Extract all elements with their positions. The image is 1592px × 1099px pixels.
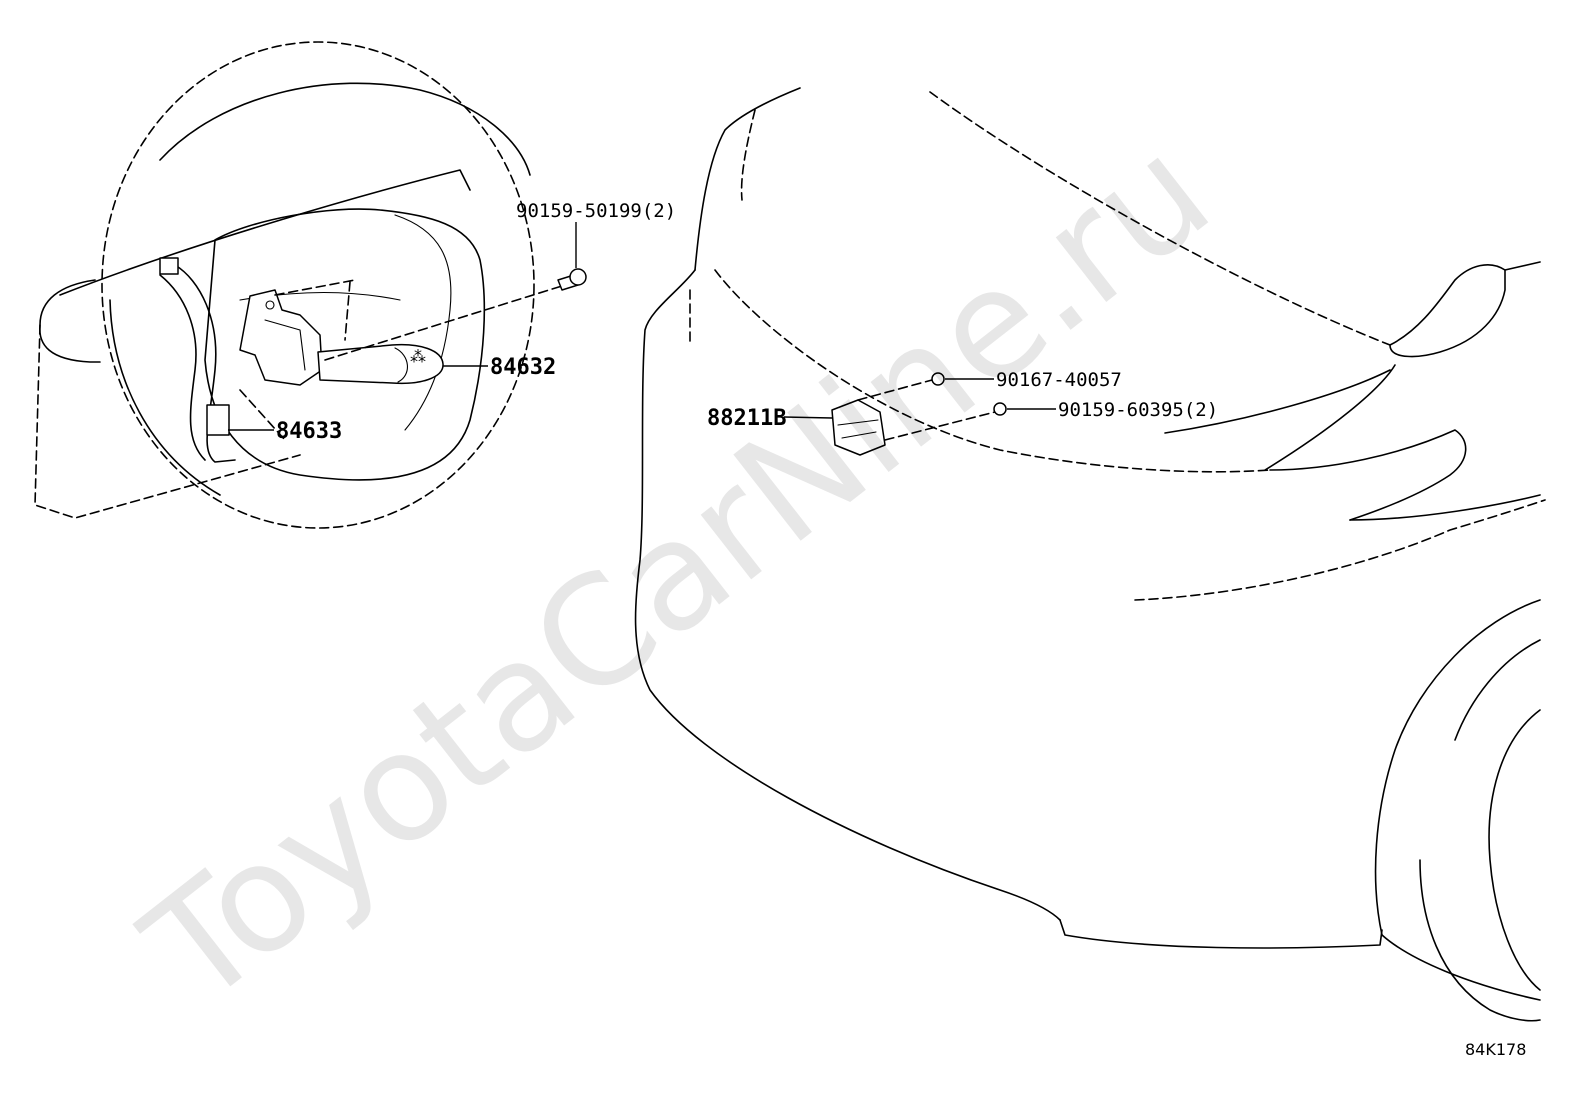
guide-line-top bbox=[274, 279, 356, 296]
label-84633: 84633 bbox=[276, 419, 342, 444]
bumper-intake-lower bbox=[1349, 494, 1541, 521]
label-bolt-60395: 90159-60395(2) bbox=[1058, 399, 1218, 421]
label-84632: 84632 bbox=[490, 355, 556, 380]
windshield-inner-edge bbox=[740, 109, 756, 201]
wheel-arch-inner bbox=[1454, 639, 1541, 741]
bolt-90159-60395 bbox=[884, 402, 1056, 441]
leader-88211b bbox=[783, 416, 833, 419]
switch-body-detail bbox=[264, 319, 306, 371]
radar-sensor-88211b bbox=[783, 399, 886, 456]
guide-line-vertical bbox=[344, 281, 351, 341]
steering-spoke-left bbox=[174, 264, 236, 463]
bolt-head bbox=[569, 268, 587, 286]
label-bolt-steering: 90159-50199(2) bbox=[516, 200, 676, 222]
bolt-60395-head bbox=[993, 402, 1007, 416]
hood-top-line bbox=[929, 91, 1391, 346]
steering-connector-bottom bbox=[206, 404, 230, 436]
bolt-40057-head bbox=[931, 372, 945, 386]
bolt-90167-40057 bbox=[857, 372, 994, 401]
body-side-contour bbox=[634, 269, 1061, 921]
bumper-lower-line bbox=[1134, 499, 1546, 601]
wiper-switch-stalk bbox=[317, 343, 444, 385]
steering-wheel-assembly: ⁂ bbox=[34, 41, 566, 529]
windshield-pillar bbox=[694, 87, 801, 271]
tire-lower bbox=[1419, 859, 1541, 1022]
watermark: ToyotaCarNine.ru bbox=[114, 105, 1241, 1039]
label-88211b: 88211B bbox=[707, 406, 786, 431]
steering-wheel-rim-outer bbox=[101, 41, 535, 529]
steering-wheel-hub bbox=[204, 208, 486, 481]
dashboard-vent-left bbox=[39, 279, 101, 363]
stalk-marking: ⁂ bbox=[410, 347, 426, 366]
dashboard-outline-left bbox=[34, 324, 301, 519]
guide-line-bolt bbox=[324, 284, 566, 361]
steering-hub-contour bbox=[394, 214, 452, 431]
figure-code: 84K178 bbox=[1465, 1040, 1526, 1059]
vehicle-front-outline bbox=[634, 87, 1546, 1022]
wheel-arch bbox=[1374, 599, 1541, 936]
steering-wheel-rim-inner bbox=[159, 82, 531, 176]
sensor-face-line bbox=[837, 419, 879, 426]
bolt-90159-50199 bbox=[557, 222, 587, 291]
steering-connector-top bbox=[159, 257, 179, 275]
combination-switch-body bbox=[239, 289, 323, 386]
grille-upper-line bbox=[1164, 369, 1391, 434]
switch-screw-hole bbox=[265, 300, 275, 310]
tire-outer bbox=[1488, 709, 1541, 991]
grille-side-line bbox=[1264, 364, 1396, 471]
headlight-top-edge bbox=[1504, 261, 1541, 271]
guide-line-40057 bbox=[857, 379, 933, 401]
headlight-outline bbox=[1389, 264, 1506, 358]
bumper-intake-upper bbox=[1269, 429, 1467, 521]
bumper-bottom bbox=[1059, 919, 1383, 949]
guide-line-84633 bbox=[239, 389, 286, 441]
steering-wheel-rim-lower bbox=[109, 299, 221, 496]
tire-bottom-edge bbox=[1381, 934, 1541, 1001]
label-bolt-40057: 90167-40057 bbox=[996, 369, 1122, 391]
steering-spoke-left-2 bbox=[159, 274, 206, 461]
sensor-face-line-2 bbox=[841, 431, 877, 439]
guide-line-60395 bbox=[884, 411, 996, 441]
hood-front-line bbox=[714, 269, 1271, 473]
stalk-tip-detail bbox=[394, 347, 408, 383]
dashboard-top-edge bbox=[59, 169, 471, 296]
